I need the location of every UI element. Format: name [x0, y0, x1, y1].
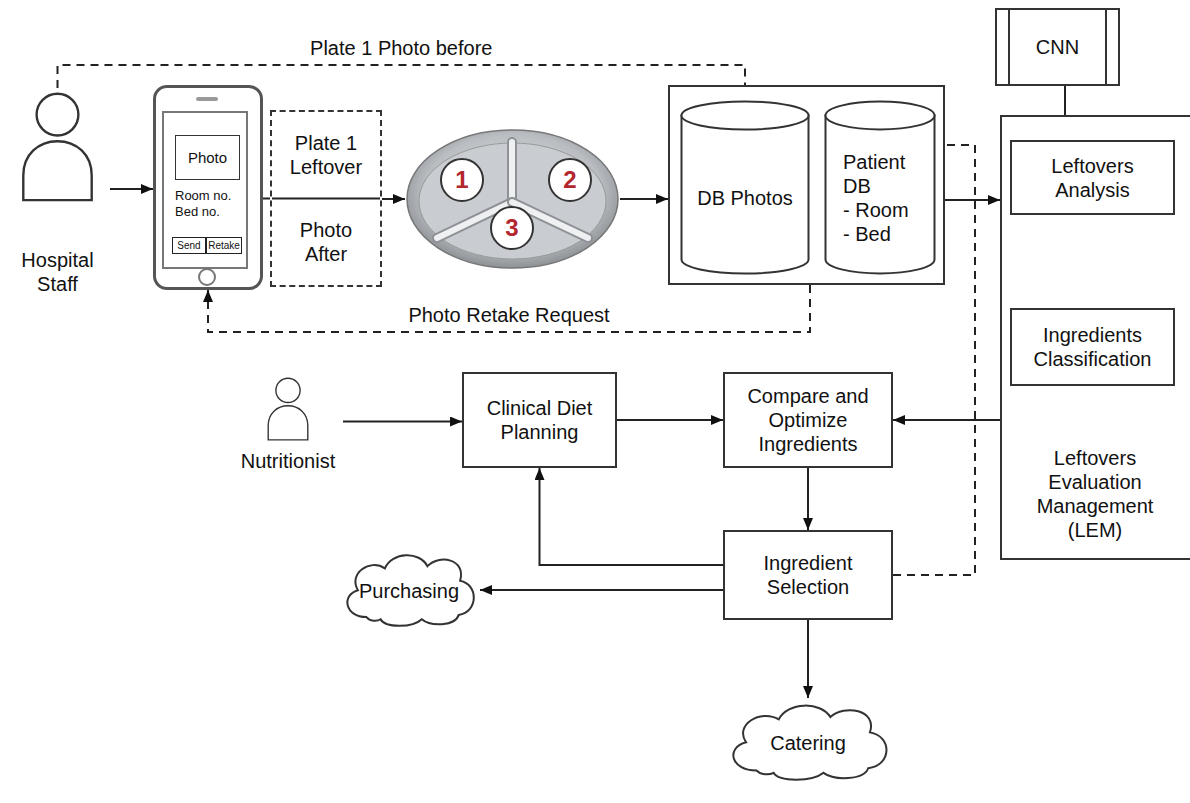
node-text: CNN	[1036, 35, 1079, 59]
person-head	[37, 94, 79, 136]
node-text: Patient DB	[843, 150, 917, 198]
person-head	[276, 378, 300, 402]
node-text: Purchasing	[359, 579, 459, 603]
cylinder-body	[826, 116, 935, 274]
node-text: Photo	[188, 149, 227, 167]
plate-divider	[507, 142, 517, 202]
cyl-outline	[824, 100, 936, 275]
cylinder-body	[682, 116, 809, 274]
connector	[807, 468, 809, 530]
flow-line	[272, 198, 380, 200]
connector	[382, 198, 405, 200]
plate-well	[419, 143, 606, 259]
node-text: 2	[549, 165, 591, 195]
plate-rim	[407, 130, 618, 268]
node-text: Room no. Bed no.	[175, 188, 241, 221]
node-text: Send	[177, 241, 200, 251]
node-text: - Room - Bed	[843, 198, 917, 246]
node-text: 1	[441, 165, 483, 195]
connector	[807, 620, 809, 698]
cloud-shape: Purchasing	[338, 548, 480, 628]
process-box: Ingredient Selection	[723, 530, 893, 620]
node-text: Hospital Staff	[5, 248, 110, 296]
connector	[208, 285, 810, 332]
person-body	[268, 406, 308, 440]
cloud-outline	[733, 706, 886, 780]
node-text: Retake	[208, 241, 240, 251]
connector	[540, 468, 724, 565]
connector	[617, 419, 723, 421]
node-text: Compare and Optimize Ingredients	[733, 384, 883, 456]
node-text: Leftovers Evaluation Management (LEM)	[1015, 446, 1175, 542]
process-box: Clinical Diet Planning	[462, 372, 617, 468]
system-group: Leftovers AnalysisIngredients Classifica…	[1000, 115, 1190, 560]
process-side-line	[1105, 10, 1107, 84]
connector-label: Plate 1 Photo before	[307, 36, 495, 60]
send-button: Send	[172, 237, 206, 254]
plate-illustration: 1 23	[405, 128, 620, 270]
plate-outline	[405, 128, 620, 270]
node-text: Leftovers Analysis	[1018, 154, 1167, 202]
callout-circle	[549, 159, 591, 201]
phone-screen	[163, 112, 247, 268]
actor: Hospital Staff	[5, 88, 110, 300]
database-cylinder: DB Photos	[680, 100, 810, 275]
database-group: DB Photos Patient DB- Room - Bed	[668, 85, 945, 285]
cylinder-top	[682, 102, 809, 130]
person-body	[23, 141, 91, 200]
cloud-outline	[347, 555, 473, 626]
process-box: Leftovers Analysis	[1010, 140, 1175, 215]
callout-circle	[441, 159, 483, 201]
database-cylinder: Patient DB- Room - Bed	[824, 100, 936, 275]
connector	[343, 421, 462, 423]
connector	[110, 188, 153, 190]
node-text: Ingredient Selection	[733, 551, 883, 599]
process-box: Compare and Optimize Ingredients	[723, 372, 893, 468]
person-icon	[23, 94, 91, 200]
node-text: Photo After	[280, 218, 372, 266]
node-text: Nutritionist	[241, 449, 335, 473]
connector	[480, 589, 723, 591]
process-side-line	[1008, 10, 1010, 84]
actor: Nutritionist	[233, 375, 343, 475]
connector	[263, 198, 270, 200]
connector	[945, 199, 1000, 201]
photo-box: Photo	[175, 135, 240, 180]
node-text: Ingredients Classification	[1018, 323, 1167, 371]
process-box: Ingredients Classification	[1010, 308, 1175, 386]
phone-outline	[156, 88, 260, 287]
connector-label: Photo Retake Request	[405, 303, 612, 327]
node-text: DB Photos	[697, 186, 793, 210]
cylinder-top	[826, 102, 935, 130]
callout-circle	[491, 207, 533, 249]
retake-button: Retake	[206, 237, 242, 254]
node-text: Plate 1 Leftover	[280, 131, 372, 179]
cloud-shape: Catering	[722, 698, 894, 782]
photo-step-box: Plate 1 LeftoverPhoto After	[270, 110, 382, 287]
node-text: 3	[491, 213, 533, 243]
node-text: Clinical Diet Planning	[472, 396, 607, 444]
node-text: Catering	[770, 731, 846, 755]
process-box: CNN	[995, 8, 1120, 86]
plate-divider	[509, 142, 515, 202]
person-icon	[268, 378, 308, 440]
phone: PhotoSend Retake Room no. Bed no.	[153, 85, 263, 290]
connector	[620, 198, 668, 200]
phone-home-button	[199, 269, 215, 285]
phone-speaker	[196, 97, 218, 101]
